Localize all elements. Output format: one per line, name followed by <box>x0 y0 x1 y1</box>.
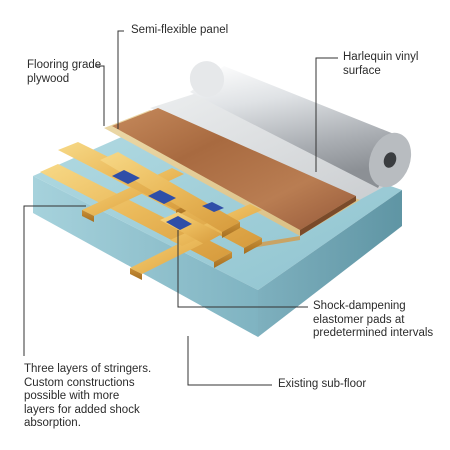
elastomer-pads <box>112 170 224 230</box>
leader-stringers <box>23 205 86 356</box>
leader-shock <box>177 230 308 308</box>
pad <box>166 216 192 230</box>
label-line: Harlequin vinyl <box>343 51 419 63</box>
panel-edge <box>300 196 356 236</box>
subfloor-side <box>258 190 402 337</box>
label-line: Custom constructions <box>24 376 135 389</box>
panel-stack <box>104 108 360 248</box>
label-line: Existing sub-floor <box>278 378 367 390</box>
label-line: absorption. <box>24 417 81 429</box>
label-harlequin-surface: Harlequin vinyl surface <box>343 51 418 78</box>
label-semi-flexible-panel: Semi-flexible panel <box>131 24 228 38</box>
label-stringers: Three layers of stringers. Custom constr… <box>24 363 151 431</box>
label-shock-pads: Shock-dampening elastomer pads at predet… <box>313 300 433 341</box>
pad <box>112 170 140 184</box>
pad <box>148 190 176 204</box>
label-existing-subfloor: Existing sub-floor <box>278 378 366 392</box>
leader-harlequin <box>315 57 338 172</box>
roll-core <box>383 152 397 168</box>
pad <box>202 202 224 212</box>
label-line: plywood <box>27 72 70 85</box>
label-line: Semi-flexible panel <box>131 24 229 36</box>
label-line: elastomer pads at <box>313 313 405 326</box>
roll-body <box>190 66 404 188</box>
label-line: Three layers of stringers. <box>24 363 152 375</box>
plywood-edge <box>250 236 300 248</box>
label-line: Flooring grade <box>27 59 102 71</box>
label-flooring-plywood: Flooring grade plywood <box>27 59 101 86</box>
roll-left-end <box>189 61 225 97</box>
leader-subfloor <box>187 336 272 386</box>
label-line: surface <box>343 64 381 77</box>
semi-flexible-panel <box>112 108 356 230</box>
label-line: possible with more <box>24 390 120 402</box>
label-line: layers for added shock <box>24 403 140 416</box>
vinyl-sheet <box>150 92 400 204</box>
leader-semi-flexible <box>117 30 124 129</box>
leader-plywood <box>95 65 105 126</box>
leader-lines <box>23 30 338 386</box>
vinyl-roll <box>189 61 412 188</box>
label-line: predetermined intervals <box>313 327 434 339</box>
label-line: Shock-dampening <box>313 300 406 312</box>
